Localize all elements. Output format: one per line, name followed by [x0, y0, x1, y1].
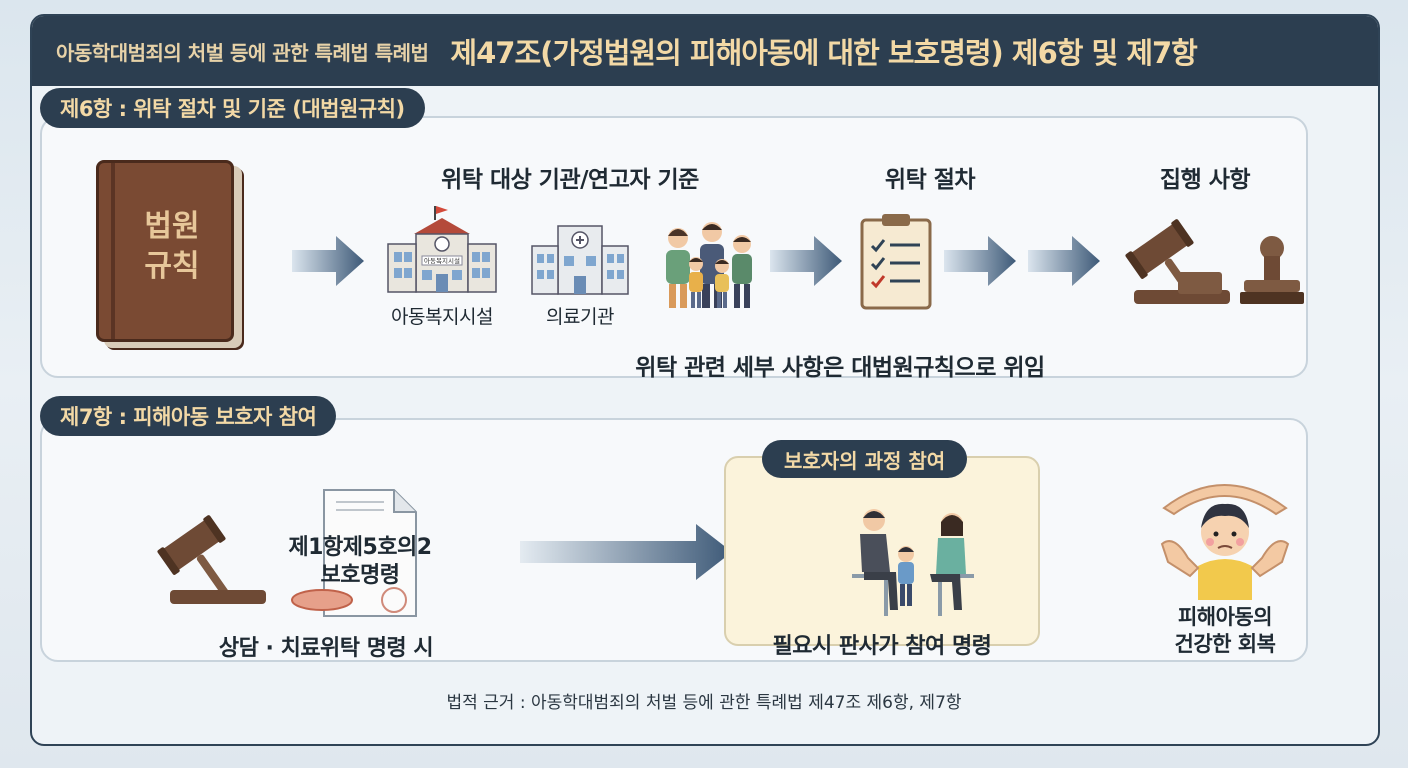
hospital-label: 의료기관: [546, 306, 614, 328]
guardian-caption: 필요시 판사가 참여 명령: [772, 634, 992, 659]
institutions-heading: 위탁 대상 기관/연고자 기준: [441, 167, 699, 193]
header-bar: 아동학대범죄의 처벌 등에 관한 특례법 특례법 제47조(가정법원의 피해아동…: [32, 16, 1378, 86]
hospital-icon: [531, 225, 629, 295]
protected-child-icon: [1160, 484, 1290, 600]
building-sign: 아동복지시설: [424, 256, 460, 265]
document-icon: [291, 489, 417, 617]
guardian-counseling-icon: [852, 509, 974, 616]
family-icon: [666, 222, 752, 308]
execution-heading: 집행 사항: [1159, 167, 1251, 193]
arrow-icon: [944, 236, 1016, 286]
stamp-icon: [1240, 236, 1304, 304]
section6-tag: 제6항 : 위탁 절차 및 기준 (대법원규칙): [40, 88, 425, 128]
school-building-icon: 아동복지시설: [387, 206, 497, 293]
checklist-icon: [860, 214, 932, 310]
book-spine: [111, 163, 115, 339]
arrow-icon: [770, 236, 842, 286]
arrow-icon: [1028, 236, 1100, 286]
recovery-caption: 피해아동의 건강한 회복: [1174, 605, 1276, 656]
arrow-icon: [520, 524, 732, 580]
law-title: 아동학대범죄의 처벌 등에 관한 특례법 특례법: [56, 40, 429, 65]
gavel-icon: [157, 515, 266, 604]
law-book-icon: 법원 규칙: [96, 160, 234, 342]
guardian-tag: 보호자의 과정 참여: [762, 440, 968, 478]
arrow-icon: [292, 236, 364, 286]
order-caption: 상담 · 치료위탁 명령 시: [218, 636, 434, 661]
article-title: 제47조(가정법원의 피해아동에 대한 보호명령) 제6항 및 제7항: [450, 36, 1197, 70]
procedure-heading: 위탁 절차: [884, 167, 976, 193]
section7-tag: 제7항 : 피해아동 보호자 참여: [40, 396, 337, 436]
section7-panel: [40, 418, 1308, 662]
legal-basis: 법적 근거 : 아동학대범죄의 처벌 등에 관한 특례법 제47조 제6항, 제…: [446, 693, 962, 713]
gavel-icon: [1125, 219, 1230, 304]
book-title: 법원 규칙: [144, 209, 200, 284]
doc-label: 제1항제5호의2 보호명령: [288, 535, 432, 588]
section6-caption: 위탁 관련 세부 사항은 대법원규칙으로 위임: [635, 355, 1045, 381]
child-welfare-label: 아동복지시설: [391, 306, 493, 328]
